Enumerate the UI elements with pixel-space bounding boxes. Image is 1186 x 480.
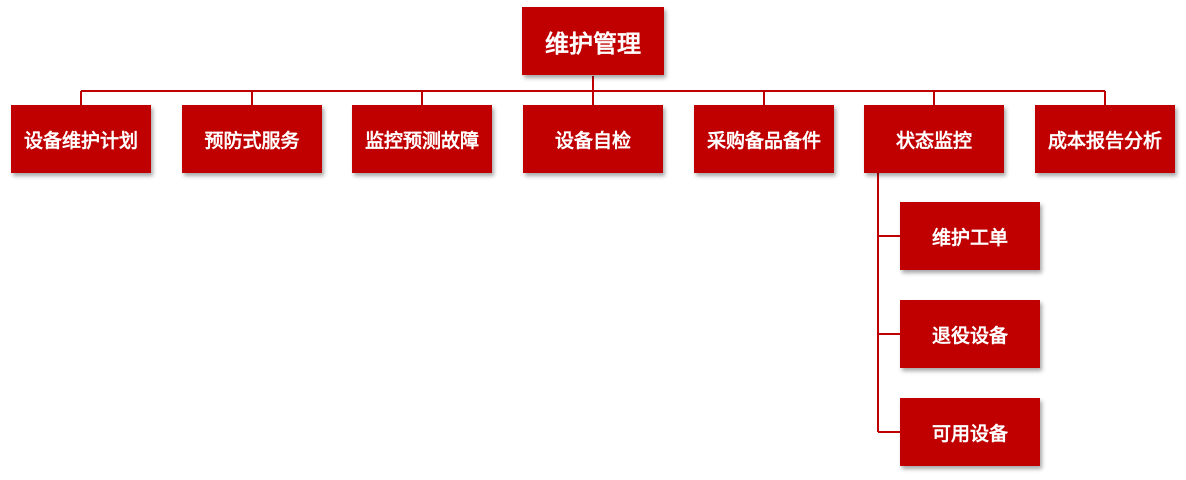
node-equipment-self-check[interactable]: 设备自检 [523, 105, 663, 173]
node-status-monitoring[interactable]: 状态监控 [864, 105, 1004, 173]
node-maintenance-work-order[interactable]: 维护工单 [900, 202, 1040, 270]
node-available-equipment[interactable]: 可用设备 [900, 398, 1040, 466]
node-purchase-spare-parts[interactable]: 采购备品备件 [694, 105, 834, 173]
node-monitor-predict-fault[interactable]: 监控预测故障 [352, 105, 492, 173]
root-node-maintenance-management[interactable]: 维护管理 [522, 7, 664, 75]
node-preventive-service[interactable]: 预防式服务 [182, 105, 322, 173]
node-retired-equipment[interactable]: 退役设备 [900, 300, 1040, 368]
node-equipment-maintenance-plan[interactable]: 设备维护计划 [11, 105, 151, 173]
node-cost-report-analysis[interactable]: 成本报告分析 [1035, 105, 1175, 173]
